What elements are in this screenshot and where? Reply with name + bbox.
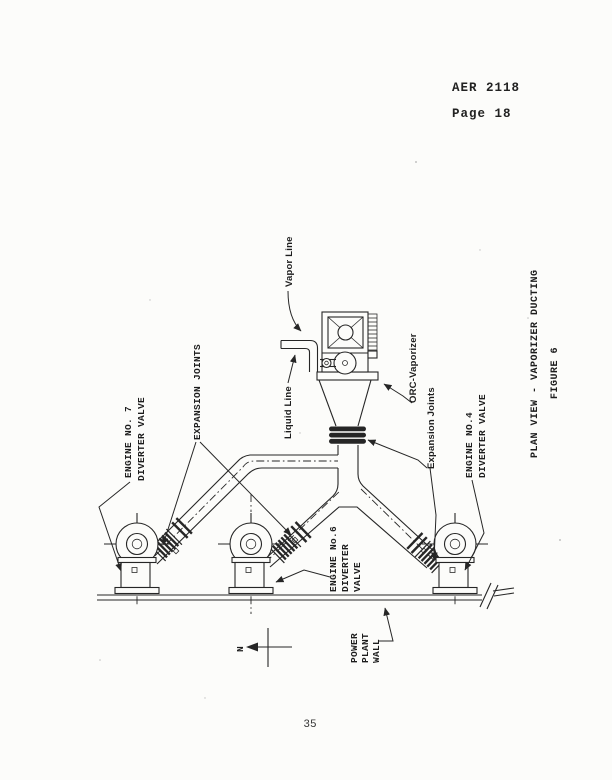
north-arrow-icon: N xyxy=(235,628,292,667)
page-reference: Page 18 xyxy=(452,106,512,121)
svg-text:ENGINE No.6: ENGINE No.6 xyxy=(328,526,339,592)
main-duct-and-junction xyxy=(261,379,438,569)
label-expansion-joints-right: Expansion Joints xyxy=(426,387,437,469)
scan-speckles xyxy=(99,161,561,699)
label-engine-4-diverter-valve: ENGINE NO.4 DIVERTER VALVE xyxy=(464,394,488,478)
svg-text:ENGINE NO.4: ENGINE NO.4 xyxy=(464,412,475,478)
north-label: N xyxy=(235,646,246,652)
figure-caption: PLAN VIEW - VAPORIZER DUCTING FIGURE 6 xyxy=(530,269,561,458)
svg-text:ENGINE NO. 7: ENGINE NO. 7 xyxy=(123,406,134,478)
engine-6-diverter-valve-assembly xyxy=(218,489,342,614)
label-engine-7-diverter-valve: ENGINE NO. 7 DIVERTER VALVE xyxy=(123,397,147,481)
svg-text:DIVERTER VALVE: DIVERTER VALVE xyxy=(477,394,488,478)
svg-text:WALL: WALL xyxy=(371,639,382,663)
svg-text:DIVERTER: DIVERTER xyxy=(340,544,351,592)
svg-text:POWER: POWER xyxy=(349,633,360,663)
doc-reference: AER 2118 xyxy=(452,81,521,95)
label-liquid-line: Liquid Line xyxy=(283,386,294,439)
label-vapor-line: Vapor Line xyxy=(284,236,295,287)
label-orc-vaporizer: ORC-Vaporizer xyxy=(408,333,419,403)
label-power-plant-wall: POWER PLANT WALL xyxy=(349,633,382,663)
label-expansion-joints-left: EXPANSION JOINTS xyxy=(192,344,203,440)
engine-4-diverter-valve-assembly xyxy=(360,488,488,607)
leader-lines xyxy=(98,290,485,642)
caption-figure-number: FIGURE 6 xyxy=(550,347,561,399)
caption-title: PLAN VIEW - VAPORIZER DUCTING xyxy=(530,269,541,458)
power-plant-wall xyxy=(97,582,515,610)
doc-header: AER 2118 Page 18 xyxy=(452,82,520,133)
page-number: 35 xyxy=(303,719,317,731)
label-engine-6-diverter-valve: ENGINE No.6 DIVERTER VALVE xyxy=(328,526,363,592)
orc-vaporizer-unit xyxy=(280,311,379,381)
vertical-duct-expansion-joint xyxy=(329,426,366,444)
svg-text:PLANT: PLANT xyxy=(360,633,371,663)
svg-text:DIVERTER VALVE: DIVERTER VALVE xyxy=(136,397,147,481)
svg-text:VALVE: VALVE xyxy=(352,562,363,592)
engine-7-diverter-valve-assembly xyxy=(104,454,338,607)
vapor-line-pipe xyxy=(280,339,319,372)
